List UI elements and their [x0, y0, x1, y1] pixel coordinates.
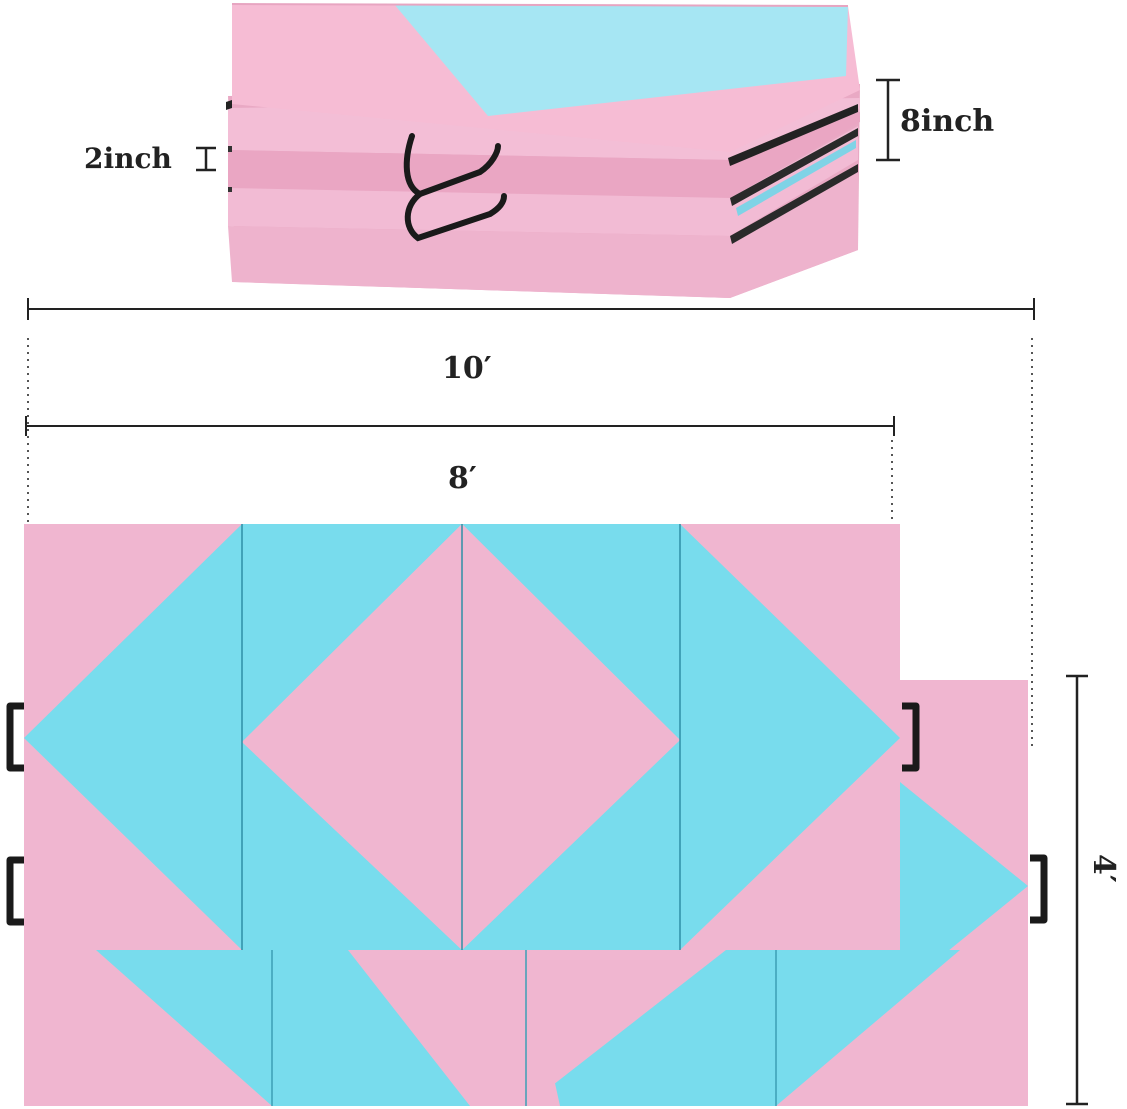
- thickness-dimension: 2inch: [84, 142, 216, 175]
- mat-handles: [6, 702, 1048, 926]
- handle-left-lower: [6, 856, 24, 926]
- length-10-dimension: 10′: [27, 298, 1035, 746]
- handle-left-upper: [6, 702, 24, 772]
- folded-height-label: 8inch: [900, 104, 994, 139]
- mat-8ft-top: [24, 524, 900, 950]
- length-10-label: 10′: [442, 351, 492, 386]
- folded-mat: [226, 3, 860, 298]
- length-8-label: 8′: [448, 461, 477, 496]
- handle-far-right: [1030, 854, 1048, 924]
- width-4-dimension: 4′: [1066, 674, 1121, 1106]
- mat-10ft-bottom: [24, 680, 1028, 1106]
- width-4-label: 4′: [1086, 854, 1121, 883]
- handle-mid-right: [902, 702, 920, 772]
- thickness-label: 2inch: [84, 142, 172, 175]
- folded-height-dimension: 8inch: [876, 78, 994, 162]
- length-8-dimension: 8′: [25, 416, 895, 524]
